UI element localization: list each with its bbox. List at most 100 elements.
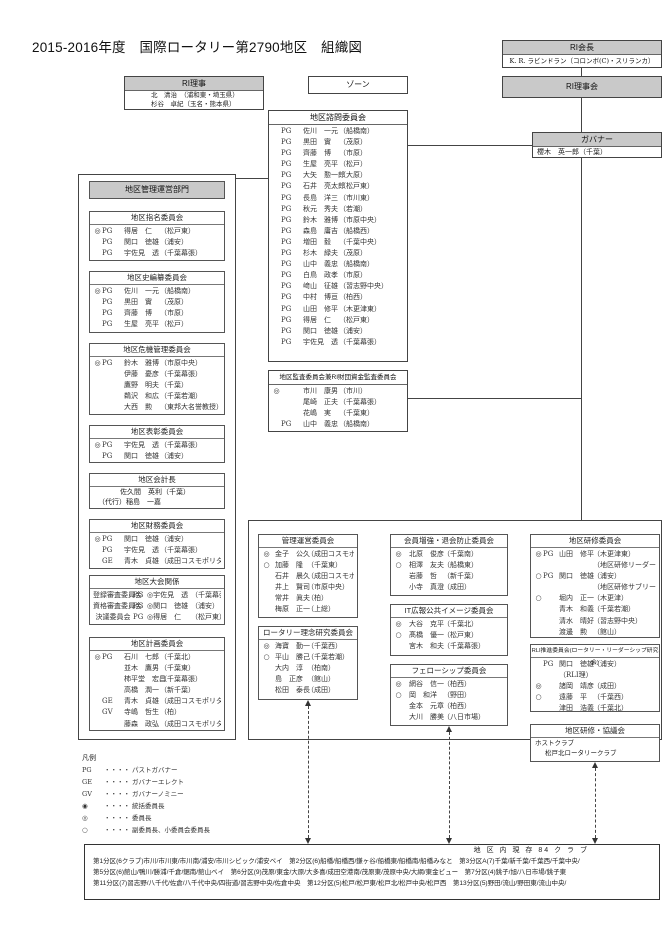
legend-row: GE・・・・ガバナーエレクト xyxy=(82,776,232,788)
member-mark: ○ xyxy=(263,561,270,570)
connector xyxy=(408,398,582,399)
member-name: 尾崎 正夫 xyxy=(303,398,338,407)
member-title: PG xyxy=(281,271,292,280)
member-mark xyxy=(93,696,102,707)
member-club: （松戸東） xyxy=(160,227,195,235)
member-mark xyxy=(93,707,102,718)
connector xyxy=(581,68,582,76)
ri-president-name: K. R. ラビンドラン（コロンボ(C)・スリランカ） xyxy=(509,57,655,65)
member-row: 井上 賢司（市原中央） xyxy=(262,582,354,593)
member-name: 森島 庸吉 xyxy=(303,226,338,235)
rli-header: RLI推進委員会(ロータリー・リーダーシップ研究会) xyxy=(531,645,659,666)
accountant-line: 佐久間 英利（千葉） xyxy=(120,488,190,496)
member-title xyxy=(543,604,557,615)
page-title: 2015-2016年度 国際ロータリー第2790地区 組織図 xyxy=(32,40,363,55)
member-row: 島 正彦（館山） xyxy=(262,674,354,685)
member-mark xyxy=(262,582,271,593)
member-club: （市川） xyxy=(339,387,367,395)
member-mark xyxy=(262,604,271,615)
member-row: 梅原 正一（上総） xyxy=(262,604,354,615)
member-mark xyxy=(272,419,281,430)
member-club: （千葉北） xyxy=(593,704,628,713)
member-mark xyxy=(272,281,281,292)
member-mark xyxy=(272,193,281,204)
arrow-down-icon xyxy=(446,838,452,844)
member-mark xyxy=(534,627,543,638)
member-club: （柏西） xyxy=(443,702,471,711)
member-name: 寺嶋 哲生 xyxy=(124,708,159,717)
member-title: PG xyxy=(102,546,113,555)
member-club: （松戸東） xyxy=(339,182,374,191)
member-row: 津田 浩義（千葉北） xyxy=(534,703,656,714)
philosophy-header: ロータリー理念研究委員会 xyxy=(259,627,357,640)
member-club: （市原中央） xyxy=(160,359,202,367)
member-row: ◎海寶 勤一（千葉西） xyxy=(262,641,354,652)
member-row: 宮木 和夫（千葉幕張） xyxy=(394,641,504,652)
member-name: 清水 晴好 xyxy=(559,616,594,625)
member-club: （松戸東） xyxy=(191,613,221,622)
member-title xyxy=(102,719,122,730)
member-title xyxy=(281,397,301,408)
member-name: 大川 勝美 xyxy=(409,713,444,722)
member-name: （RLI理） xyxy=(559,671,593,680)
member-title: PG xyxy=(102,653,113,661)
member-name: 金子 公久 xyxy=(275,550,310,558)
member-club: （千葉中央） xyxy=(339,237,381,246)
member-club: （松戸東） xyxy=(339,315,374,324)
member-name xyxy=(557,582,593,593)
member-title: PG xyxy=(281,260,292,269)
member-club: （柏西） xyxy=(443,680,471,688)
member-title xyxy=(543,627,557,638)
member-mark xyxy=(93,237,102,248)
member-mark: ○ xyxy=(535,572,542,581)
member-name: 鈴木 雅博 xyxy=(303,215,338,224)
member-row: 尾崎 正夫（千葉幕張） xyxy=(272,397,404,408)
member-name: 関口 徳雄 xyxy=(559,660,594,668)
clubs-line: 第11分区(7)習志野/八千代/佐倉/八千代中央/四街道/習志野中央/佐倉中央 … xyxy=(93,880,567,887)
accountant-box: 地区会計長 佐久間 英利（千葉） （代行）稲島 一嘉 xyxy=(89,473,225,509)
member-title xyxy=(281,408,301,419)
member-club: （成田コスモポリタン） xyxy=(307,550,354,558)
member-row: ◎大谷 克平（千葉北） xyxy=(394,619,504,630)
member-mark xyxy=(272,408,281,419)
member-name: 井上 賢司 xyxy=(275,583,310,592)
member-name: 青木 貞雄 xyxy=(124,697,159,706)
member-club: （野田） xyxy=(443,691,471,700)
member-name: 宇佐見 透 xyxy=(124,441,159,449)
member-club: （館山） xyxy=(307,675,335,684)
member-name: 杉木 緑夫 xyxy=(303,249,338,258)
member-mark xyxy=(272,159,281,170)
member-mark xyxy=(272,259,281,270)
member-name: 堀内 正一 xyxy=(559,594,594,603)
member-mark xyxy=(272,292,281,303)
member-mark xyxy=(93,402,102,413)
admin-committee: 管理運営委員会 ◎金子 公久（成田コスモポリタン）○加藤 隆（千葉東）石井 晨久… xyxy=(258,534,358,618)
zone-box: ゾーン xyxy=(308,76,408,94)
member-mark xyxy=(272,148,281,159)
member-title xyxy=(102,674,122,685)
member-name: 髙橋 優一 xyxy=(409,631,444,640)
member-mark xyxy=(534,703,543,714)
dashed-connector xyxy=(595,768,596,838)
arrow-up-icon xyxy=(592,762,598,768)
member-mark xyxy=(93,248,102,259)
host-club-name: 松戸北ロータリークラブ xyxy=(545,749,617,757)
member-mark xyxy=(272,215,281,226)
member-club: （浦安） xyxy=(593,572,621,581)
member-mark: ○ xyxy=(395,631,402,640)
zone-label: ゾーン xyxy=(346,80,370,89)
member-title: PG xyxy=(281,138,292,147)
ri-president-box: RI会長 K. R. ラビンドラン（コロンボ(C)・スリランカ） xyxy=(502,40,662,68)
member-mark xyxy=(272,397,281,408)
member-name: 小寺 真澄 xyxy=(409,583,444,592)
member-row: 松田 泰長（成田） xyxy=(262,685,354,696)
